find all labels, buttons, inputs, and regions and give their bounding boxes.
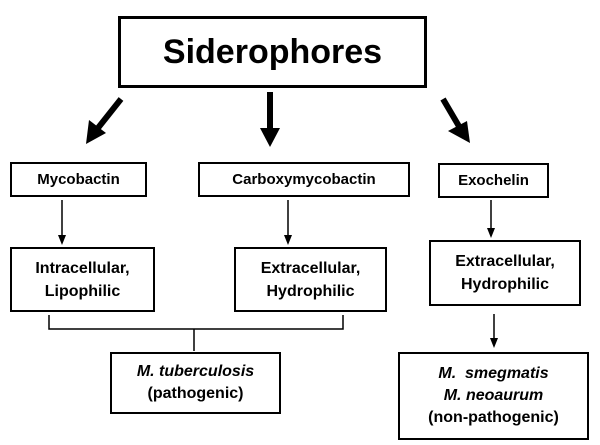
title-box: Siderophores	[118, 16, 427, 88]
bracket-pathogenic	[48, 315, 344, 351]
property-line: Intracellular,	[35, 259, 130, 277]
arrow-to-non-pathogenic	[490, 314, 498, 348]
arrow-to-exochelin	[440, 97, 470, 143]
siderophore-name: Mycobactin	[37, 171, 120, 188]
pathogenic-box: M. tuberculosis (pathogenic)	[110, 352, 281, 414]
non-pathogenic-box: M. smegmatis M. neoaurum (non-pathogenic…	[398, 352, 589, 440]
property-line: Hydrophilic	[266, 282, 355, 300]
organism-category: (non-pathogenic)	[428, 409, 559, 426]
siderophore-name: Exochelin	[458, 172, 529, 189]
organism-species: M. smegmatis	[438, 365, 549, 382]
siderophore-name: Carboxymycobactin	[232, 171, 376, 188]
property-line: Hydrophilic	[460, 276, 549, 293]
property-line: Extracellular,	[455, 253, 555, 270]
exochelin-properties-box: Extracellular, Hydrophilic	[429, 240, 581, 306]
mycobactin-properties-box: Intracellular, Lipophilic	[10, 247, 155, 312]
arrow-to-carboxymycobactin	[260, 92, 280, 147]
arrow-mycobactin-properties	[58, 200, 66, 245]
exochelin-box: Exochelin	[438, 163, 549, 198]
arrow-carboxymycobactin-properties	[284, 200, 292, 245]
property-line: Lipophilic	[44, 282, 121, 300]
carboxymycobactin-box: Carboxymycobactin	[198, 162, 410, 197]
arrow-to-mycobactin	[86, 97, 124, 144]
carboxymycobactin-properties-box: Extracellular, Hydrophilic	[234, 247, 387, 312]
organism-category: (pathogenic)	[147, 385, 244, 402]
arrow-exochelin-properties	[487, 200, 495, 238]
organism-species: M. tuberculosis	[136, 363, 255, 380]
diagram-title: Siderophores	[162, 32, 383, 71]
organism-species: M. neoaurum	[443, 387, 544, 404]
property-line: Extracellular,	[260, 259, 361, 277]
mycobactin-box: Mycobactin	[10, 162, 147, 197]
